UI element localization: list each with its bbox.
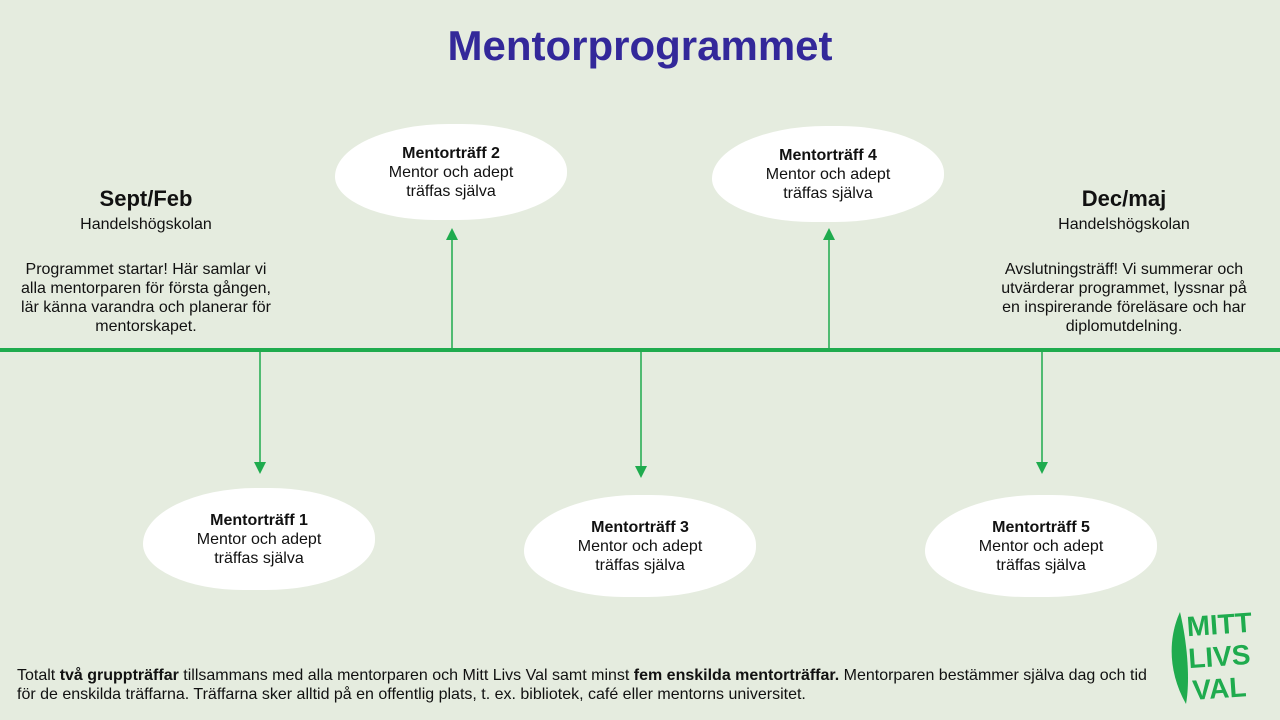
meeting-text-line1: Mentor och adept <box>978 537 1104 555</box>
end-heading: Dec/maj <box>1081 186 1167 211</box>
meeting-title: Mentorträff 4 <box>779 146 877 164</box>
meeting-title: Mentorträff 2 <box>402 144 500 162</box>
end-description: Avslutningsträff! Vi summerar och utvärd… <box>1001 261 1247 335</box>
meeting-bubble-3: Mentorträff 3 Mentor och adept träffas s… <box>524 495 756 597</box>
meeting-text-line2: träffas själva <box>783 184 873 202</box>
end-place: Handelshögskolan <box>1058 216 1190 233</box>
meeting-text-line2: träffas själva <box>996 556 1086 574</box>
footer-text-2: tillsammans med alla mentorparen och Mit… <box>178 667 634 684</box>
footer-note: Totalt två gruppträffar tillsammans med … <box>17 666 1162 704</box>
logo-line-1: MITT <box>1186 607 1253 642</box>
meeting-text-line2: träffas själva <box>214 549 304 567</box>
footer-text-1: Totalt <box>17 667 60 684</box>
meeting-text-line2: träffas själva <box>595 556 685 574</box>
meeting-text-line1: Mentor och adept <box>388 163 514 181</box>
page-title: Mentorprogrammet <box>447 22 833 69</box>
meeting-title: Mentorträff 3 <box>591 518 689 536</box>
start-heading: Sept/Feb <box>99 186 193 211</box>
meeting-title: Mentorträff 5 <box>992 518 1090 536</box>
footer-text-3: Mentorparen bestämmer själva dag och tid… <box>17 667 1147 703</box>
start-block: Sept/Feb Handelshögskolan Programmet sta… <box>16 186 276 336</box>
timeline-line <box>0 348 1280 352</box>
end-block: Dec/maj Handelshögskolan Avslutningsträf… <box>994 186 1254 336</box>
logo-line-3: VAL <box>1191 671 1247 706</box>
logo-line-2: LIVS <box>1187 639 1251 674</box>
meeting-text-line1: Mentor och adept <box>577 537 703 555</box>
meeting-bubble-4: Mentorträff 4 Mentor och adept träffas s… <box>712 126 944 222</box>
start-description: Programmet startar! Här samlar vi alla m… <box>21 261 271 335</box>
meeting-title: Mentorträff 1 <box>210 511 308 529</box>
meeting-bubble-5: Mentorträff 5 Mentor och adept träffas s… <box>925 495 1157 597</box>
leaf-icon <box>1171 612 1188 704</box>
mitt-livs-val-logo: MITT LIVS VAL <box>1171 607 1253 706</box>
meeting-bubble-2: Mentorträff 2 Mentor och adept träffas s… <box>335 124 567 220</box>
footer-bold-2: fem enskilda mentorträffar. <box>633 667 840 684</box>
start-place: Handelshögskolan <box>80 216 212 233</box>
meeting-bubble-1: Mentorträff 1 Mentor och adept träffas s… <box>143 488 375 590</box>
meeting-text-line1: Mentor och adept <box>196 530 322 548</box>
meeting-text-line1: Mentor och adept <box>765 165 891 183</box>
meeting-text-line2: träffas själva <box>406 182 496 200</box>
footer-bold-1: två gruppträffar <box>59 667 179 684</box>
